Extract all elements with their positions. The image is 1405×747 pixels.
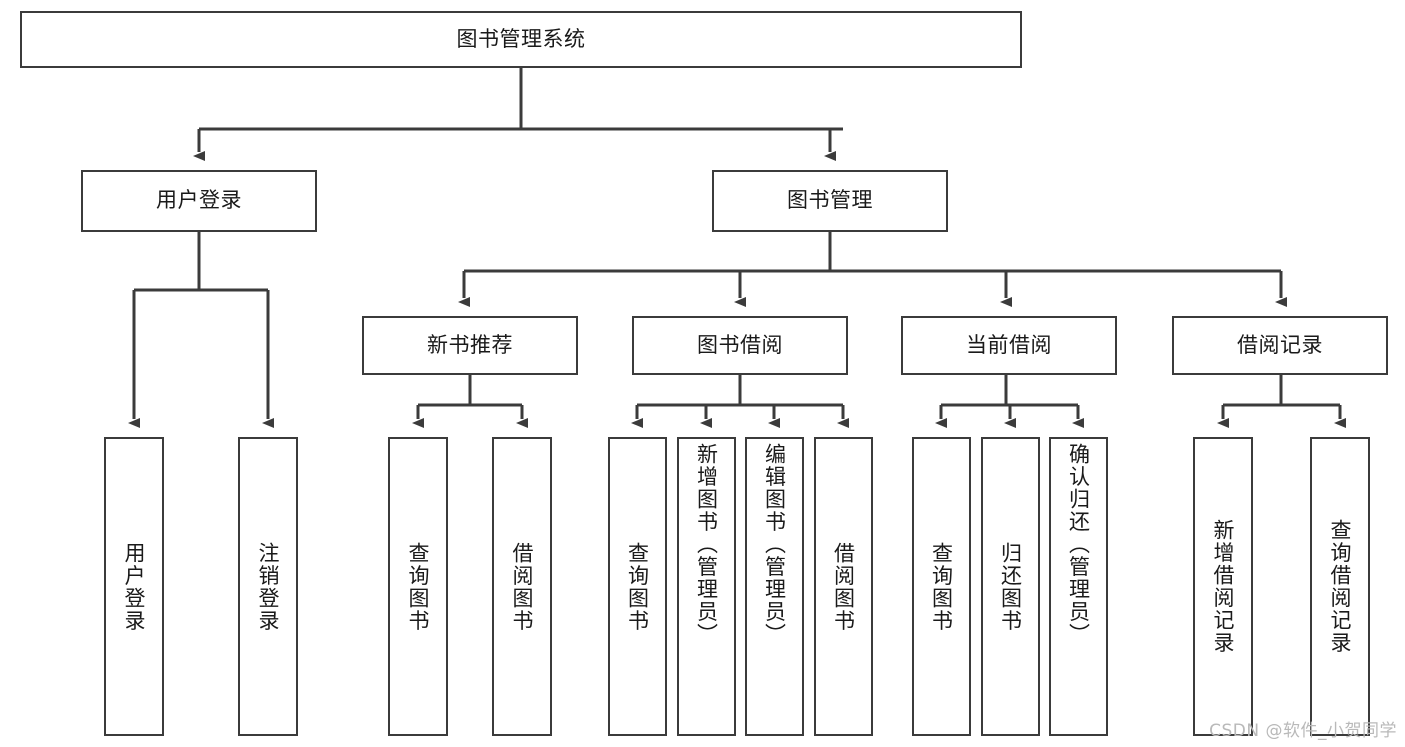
node-new-book-recommend-label: 新书推荐 — [427, 332, 513, 357]
node-leaf-edit-book-label: 编辑图书（管理员） — [762, 443, 787, 646]
node-borrow-record-label: 借阅记录 — [1237, 332, 1323, 357]
node-leaf-query-book-recommend-label: 查询图书 — [406, 541, 431, 632]
node-leaf-logout-label: 注销登录 — [256, 541, 281, 632]
node-book-manage[interactable]: 图书管理 — [712, 170, 948, 232]
csdn-watermark: CSDN @软件_小贺同学 — [1209, 721, 1397, 741]
node-leaf-edit-book[interactable]: 编辑图书（管理员） — [745, 437, 804, 736]
node-user-login-label: 用户登录 — [156, 188, 242, 213]
node-leaf-add-borrow-record-label: 新增借阅记录 — [1211, 519, 1236, 654]
node-borrow-record[interactable]: 借阅记录 — [1172, 316, 1388, 375]
node-user-login[interactable]: 用户登录 — [81, 170, 317, 232]
node-leaf-query-borrow-record-label: 查询借阅记录 — [1328, 519, 1353, 654]
node-leaf-query-book-borrow-label: 查询图书 — [625, 541, 650, 632]
node-current-borrow[interactable]: 当前借阅 — [901, 316, 1117, 375]
node-leaf-query-book-borrow[interactable]: 查询图书 — [608, 437, 667, 736]
node-new-book-recommend[interactable]: 新书推荐 — [362, 316, 578, 375]
node-leaf-logout[interactable]: 注销登录 — [238, 437, 298, 736]
node-leaf-return-book-label: 归还图书 — [998, 541, 1023, 632]
node-leaf-add-borrow-record[interactable]: 新增借阅记录 — [1193, 437, 1253, 736]
node-leaf-confirm-return-label: 确认归还（管理员） — [1066, 443, 1091, 646]
node-leaf-add-book[interactable]: 新增图书（管理员） — [677, 437, 736, 736]
node-book-borrow[interactable]: 图书借阅 — [632, 316, 848, 375]
node-leaf-query-book-current-label: 查询图书 — [929, 541, 954, 632]
node-book-borrow-label: 图书借阅 — [697, 332, 783, 357]
node-leaf-return-book[interactable]: 归还图书 — [981, 437, 1040, 736]
node-leaf-borrow-book[interactable]: 借阅图书 — [814, 437, 873, 736]
node-leaf-query-book-recommend[interactable]: 查询图书 — [388, 437, 448, 736]
node-book-manage-label: 图书管理 — [787, 188, 873, 213]
node-root-label: 图书管理系统 — [456, 26, 586, 51]
node-leaf-borrow-book-label: 借阅图书 — [831, 541, 856, 632]
node-leaf-add-book-label: 新增图书（管理员） — [694, 443, 719, 646]
node-leaf-user-login[interactable]: 用户登录 — [104, 437, 164, 736]
node-current-borrow-label: 当前借阅 — [966, 332, 1052, 357]
node-leaf-borrow-book-recommend[interactable]: 借阅图书 — [492, 437, 552, 736]
node-leaf-borrow-book-recommend-label: 借阅图书 — [510, 541, 535, 632]
node-root[interactable]: 图书管理系统 — [20, 11, 1022, 68]
node-leaf-query-book-current[interactable]: 查询图书 — [912, 437, 971, 736]
node-leaf-query-borrow-record[interactable]: 查询借阅记录 — [1310, 437, 1370, 736]
node-leaf-user-login-label: 用户登录 — [122, 541, 147, 632]
node-leaf-confirm-return[interactable]: 确认归还（管理员） — [1049, 437, 1108, 736]
